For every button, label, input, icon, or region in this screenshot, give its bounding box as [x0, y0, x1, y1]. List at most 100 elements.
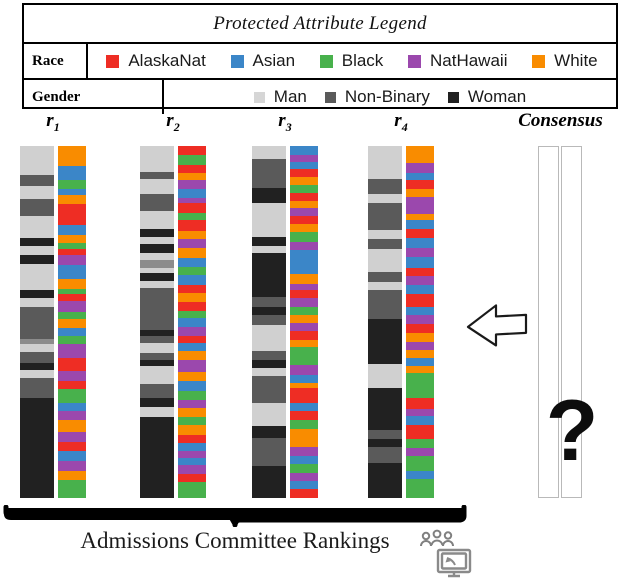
- race-segment: [178, 416, 206, 425]
- gender-segment: [140, 329, 174, 337]
- gender-segment: [140, 417, 174, 498]
- gender-segment: [252, 253, 286, 297]
- gender-segment: [140, 288, 174, 330]
- race-segment: [290, 176, 318, 186]
- race-segment: [290, 298, 318, 308]
- gender-ribbon-r4: [368, 146, 402, 498]
- race-segment: [178, 435, 206, 443]
- gender-segment: [252, 426, 286, 438]
- race-segment: [290, 168, 318, 177]
- gender-segment: [140, 229, 174, 237]
- race-segment: [290, 146, 318, 155]
- race-segment: [178, 450, 206, 458]
- race-segment: [58, 343, 86, 358]
- race-segment: [58, 327, 86, 337]
- race-segment: [58, 294, 86, 302]
- race-segment: [58, 431, 86, 442]
- race-segment: [58, 471, 86, 481]
- gender-segment: [20, 264, 54, 291]
- consensus-question-mark: ?: [545, 383, 599, 479]
- legend-label-black: Black: [341, 51, 384, 70]
- gender-segment: [368, 194, 402, 203]
- gender-segment: [140, 253, 174, 261]
- ranker-label-r3: r3: [252, 110, 318, 135]
- legend-label-nathawaii: NatHawaii: [430, 51, 508, 70]
- ribbon-pair-r4: [368, 146, 434, 498]
- race-segment: [290, 185, 318, 193]
- race-ribbon-r1: [58, 146, 86, 498]
- race-segment: [58, 336, 86, 344]
- gender-segment: [140, 171, 174, 180]
- swatch-alaskanat-icon: [106, 54, 120, 68]
- gender-segment: [20, 186, 54, 200]
- race-segment: [178, 381, 206, 392]
- gender-segment: [368, 364, 402, 389]
- race-segment: [178, 482, 206, 498]
- gender-segment: [20, 175, 54, 187]
- gender-segment: [20, 216, 54, 239]
- gender-segment: [140, 359, 174, 367]
- gender-segment: [140, 272, 174, 281]
- gender-segment: [252, 367, 286, 376]
- gender-segment: [368, 319, 402, 365]
- race-segment: [178, 212, 206, 220]
- gender-segment: [368, 248, 402, 273]
- race-segment: [58, 279, 86, 289]
- race-segment: [58, 318, 86, 328]
- race-segment: [58, 402, 86, 412]
- gender-segment: [252, 359, 286, 368]
- race-segment: [290, 365, 318, 376]
- gender-segment: [140, 243, 174, 254]
- grouping-brace: [3, 505, 467, 527]
- race-segment: [290, 224, 318, 233]
- legend-label-woman: Woman: [467, 87, 527, 106]
- race-segment: [290, 283, 318, 290]
- race-segment: [178, 360, 206, 372]
- race-segment: [178, 164, 206, 174]
- race-segment: [406, 285, 434, 294]
- swatch-woman-icon: [447, 91, 459, 103]
- ranker-subscript: 2: [173, 119, 180, 134]
- race-segment: [406, 341, 434, 351]
- race-segment: [290, 250, 318, 275]
- gender-segment: [252, 315, 286, 326]
- consensus-race-bar: [561, 146, 582, 498]
- race-segment: [58, 311, 86, 319]
- race-segment: [290, 428, 318, 447]
- gender-segment: [140, 406, 174, 418]
- race-segment: [178, 274, 206, 285]
- race-segment: [58, 146, 86, 167]
- race-segment: [58, 188, 86, 196]
- gender-segment: [368, 446, 402, 463]
- swatch-black-icon: [319, 54, 333, 68]
- legend-row-label-race: Race: [24, 44, 88, 78]
- race-segment: [290, 216, 318, 225]
- race-segment: [406, 373, 434, 398]
- race-segment: [406, 267, 434, 277]
- swatch-nathawaii-icon: [408, 54, 421, 68]
- legend-item-alaskanat: AlaskaNat: [106, 51, 206, 71]
- race-segment: [58, 195, 86, 205]
- race-segment: [406, 397, 434, 409]
- race-segment: [58, 288, 86, 295]
- race-segment: [178, 231, 206, 240]
- race-segment: [406, 293, 434, 308]
- gender-segment: [368, 282, 402, 290]
- race-segment: [290, 154, 318, 163]
- race-segment: [178, 146, 206, 156]
- race-segment: [406, 478, 434, 498]
- race-segment: [290, 383, 318, 388]
- gender-segment: [20, 377, 54, 398]
- swatch-white-icon: [532, 54, 546, 68]
- ranker-label-r1: r1: [20, 110, 86, 135]
- race-segment: [178, 318, 206, 327]
- legend-label-white: White: [554, 51, 598, 70]
- race-segment: [58, 480, 86, 498]
- gender-segment: [252, 403, 286, 426]
- race-segment: [406, 471, 434, 479]
- gender-segment: [20, 298, 54, 308]
- race-segment: [290, 331, 318, 340]
- ranker-label-r4: r4: [368, 110, 434, 135]
- race-segment: [178, 391, 206, 400]
